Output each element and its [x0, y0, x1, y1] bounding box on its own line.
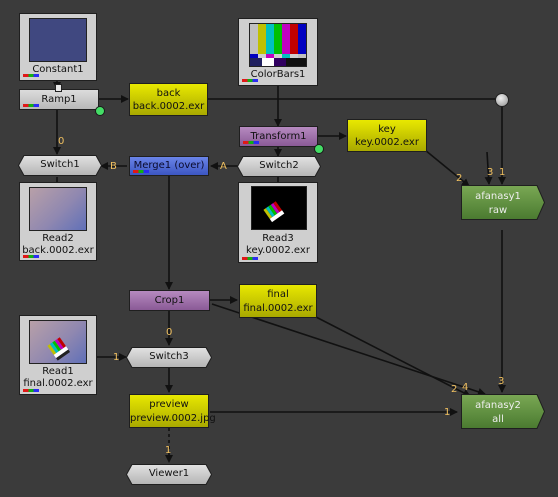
channel-indicator	[23, 104, 39, 107]
node-colorbars1-label: ColorBars1	[250, 69, 306, 80]
switch-shape	[126, 347, 212, 368]
node-switch2[interactable]: Switch2	[237, 156, 321, 177]
channel-indicator	[243, 141, 259, 144]
channel-indicator	[23, 389, 39, 392]
node-constant1-label: Constant1	[32, 64, 84, 75]
node-switch3-label: Switch3	[149, 351, 189, 362]
node-read2-file: back.0002.exr	[22, 245, 94, 256]
node-final-file: final.0002.exr	[243, 303, 313, 314]
wire-afanasy1-in3	[484, 151, 493, 185]
node-afanasy2[interactable]: afanasy2 all	[461, 394, 545, 429]
channel-indicator	[242, 257, 258, 260]
edge-label-af1-in1: 1	[499, 167, 506, 178]
edge-label-merge-a: A	[220, 161, 227, 172]
node-key[interactable]: key key.0002.exr	[347, 119, 427, 152]
node-back-label: back	[156, 88, 181, 99]
node-read1-label: Read1	[42, 366, 74, 377]
edge-label-af2-in2: 2	[451, 384, 458, 395]
channel-indicator	[23, 74, 39, 77]
edge-label-read1-switch3: 1	[113, 352, 120, 363]
afanasy-shape	[461, 394, 545, 429]
node-final-label: final	[267, 289, 289, 300]
node-viewer1[interactable]: Viewer1	[126, 464, 212, 485]
read-thumbnail	[29, 320, 87, 364]
node-crop1-label: Crop1	[154, 295, 185, 306]
node-read2-label: Read2	[42, 233, 74, 244]
mask-output-dot[interactable]	[95, 106, 105, 116]
node-crop1[interactable]: Crop1	[129, 290, 210, 311]
node-merge1-label: Merge1 (over)	[133, 160, 205, 171]
edge-label-af1-in2: 2	[456, 173, 463, 184]
node-afanasy2-sub: all	[492, 414, 504, 425]
channel-indicator	[242, 79, 258, 82]
colorbars-key-graphic	[263, 201, 285, 223]
channel-indicator	[133, 170, 149, 173]
wire-dot[interactable]	[495, 93, 509, 107]
final-comp-graphic	[47, 337, 71, 361]
node-ramp1[interactable]: Ramp1	[19, 89, 99, 110]
edge-label-crop-switch3: 0	[166, 327, 173, 338]
node-preview-label: preview	[149, 399, 189, 410]
node-back[interactable]: back back.0002.exr	[129, 83, 208, 116]
node-read1[interactable]: Read1 final.0002.exr	[19, 315, 97, 395]
edge-label-af2-in1: 1	[444, 407, 451, 418]
node-read3-file: key.0002.exr	[246, 245, 310, 256]
node-afanasy1-label: afanasy1	[475, 191, 521, 202]
wire-final-afanasy2	[315, 316, 471, 397]
node-key-label: key	[378, 124, 396, 135]
node-transform1-label: Transform1	[250, 131, 307, 142]
solid-color-icon	[29, 18, 87, 62]
node-switch1-label: Switch1	[40, 159, 80, 170]
viewer-shape	[126, 464, 212, 485]
node-afanasy2-label: afanasy2	[475, 400, 521, 411]
edge-label-ramp-switch1: 0	[58, 136, 65, 147]
edge-label-merge-b: B	[110, 161, 117, 172]
read-thumbnail	[251, 186, 307, 230]
channel-indicator	[23, 255, 39, 258]
mask-output-dot[interactable]	[314, 144, 324, 154]
node-read3-label: Read3	[262, 233, 294, 244]
edge-label-af2-in4: 4	[462, 382, 469, 393]
switch-shape	[237, 156, 321, 177]
node-merge1[interactable]: Merge1 (over)	[129, 156, 209, 176]
edge-label-af1-in3: 3	[487, 167, 494, 178]
switch-shape	[18, 155, 102, 176]
afanasy-shape	[461, 185, 545, 220]
node-constant1[interactable]: Constant1	[19, 13, 97, 81]
node-ramp1-label: Ramp1	[41, 94, 77, 105]
edge-label-viewer-in1: 1	[165, 445, 172, 456]
node-back-file: back.0002.exr	[132, 101, 205, 112]
color-bars-graphic	[250, 24, 306, 66]
node-switch3[interactable]: Switch3	[126, 347, 212, 368]
mask-input-handle[interactable]	[55, 84, 62, 92]
node-switch1[interactable]: Switch1	[18, 155, 102, 176]
node-afanasy1-sub: raw	[488, 205, 508, 216]
node-viewer1-label: Viewer1	[148, 468, 190, 479]
node-switch2-label: Switch2	[259, 160, 299, 171]
node-transform1[interactable]: Transform1	[239, 126, 318, 147]
node-read2[interactable]: Read2 back.0002.exr	[19, 182, 97, 261]
node-preview[interactable]: preview preview.0002.jpg	[129, 394, 216, 428]
wire-crop-afanasy2	[211, 303, 486, 396]
read-thumbnail	[29, 187, 87, 231]
node-preview-file: preview.0002.jpg	[130, 413, 216, 424]
wire-key-afanasy1	[424, 149, 470, 187]
node-read1-file: final.0002.exr	[23, 378, 93, 389]
node-afanasy1[interactable]: afanasy1 raw	[461, 185, 545, 220]
node-read3[interactable]: Read3 key.0002.exr	[238, 182, 318, 263]
edge-label-af2-in3: 3	[498, 376, 505, 387]
node-final[interactable]: final final.0002.exr	[239, 284, 317, 318]
node-colorbars1[interactable]: ColorBars1	[238, 18, 318, 86]
node-key-file: key.0002.exr	[355, 137, 419, 148]
color-bars-icon	[249, 23, 307, 67]
